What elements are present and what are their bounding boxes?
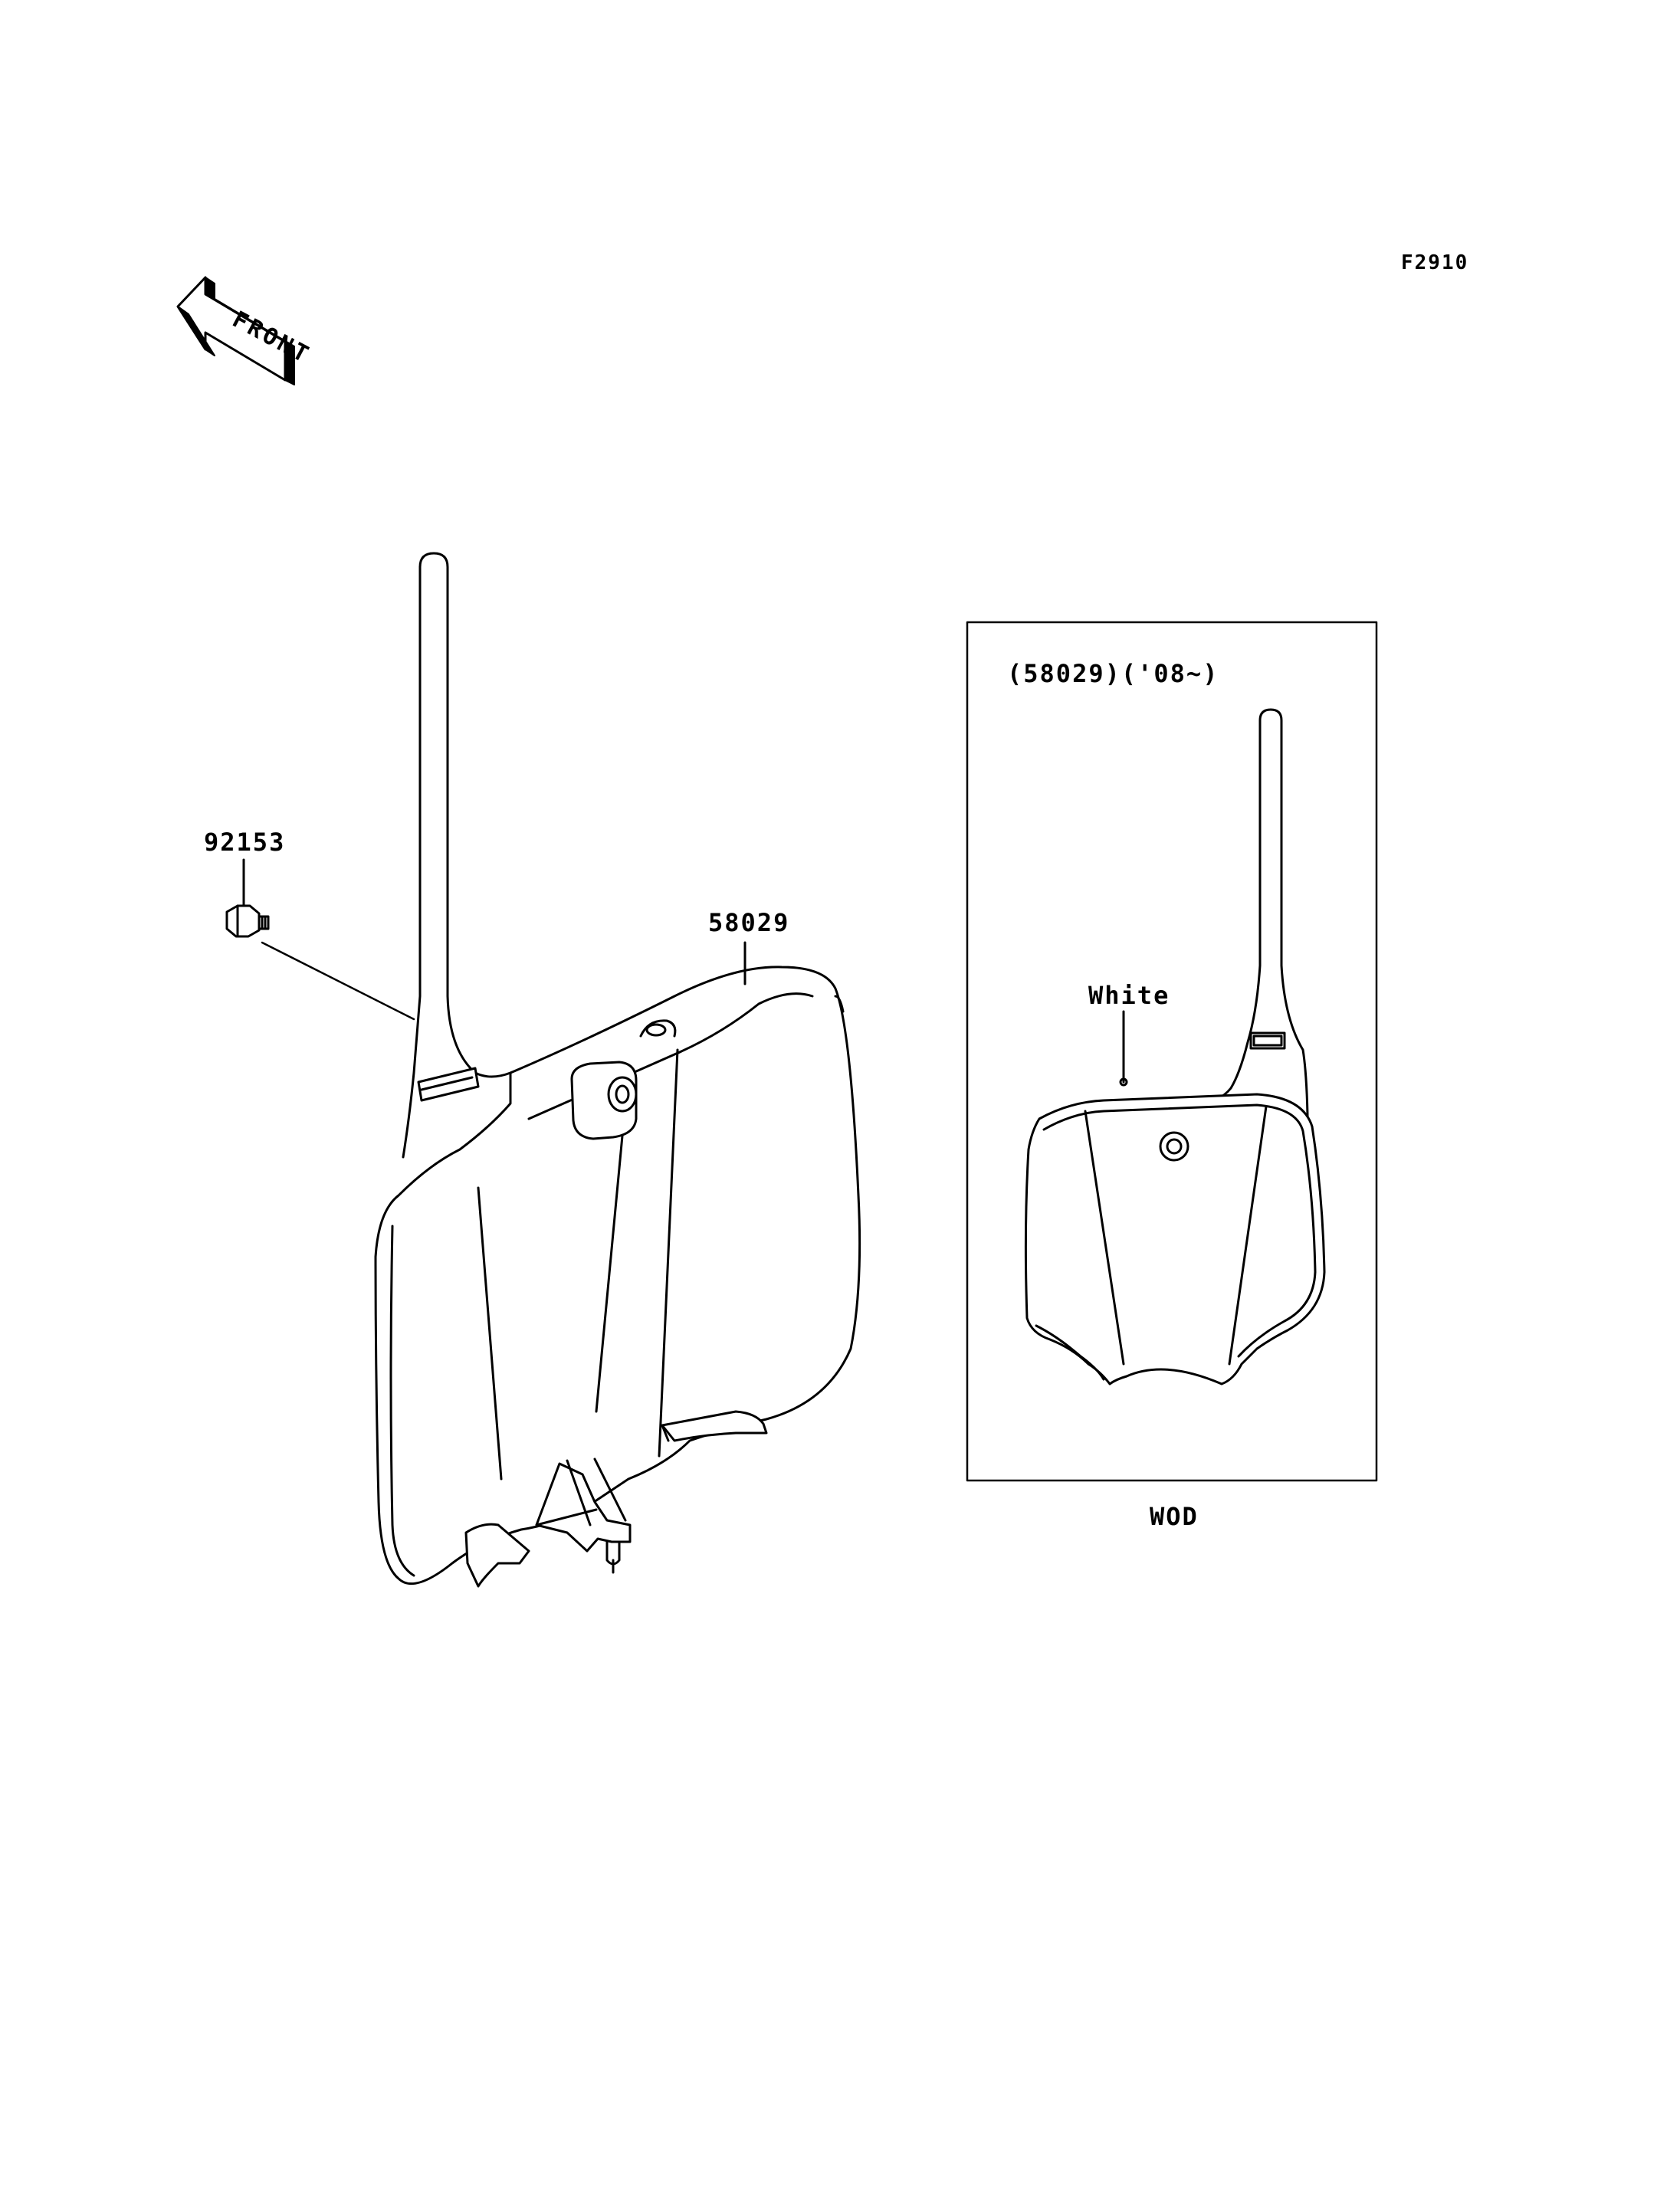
number-plate-58029 xyxy=(374,552,861,1588)
inset-title: (58029)('08~) xyxy=(1007,659,1219,688)
color-note-label: White xyxy=(1088,981,1170,1010)
variant-code-label: WOD xyxy=(1150,1502,1199,1531)
inset-box xyxy=(966,621,1378,1482)
diagram-code: F2910 xyxy=(1401,251,1469,274)
leader-92153-to-plate xyxy=(261,941,415,1021)
bolt-92153 xyxy=(225,858,415,1021)
part-label-92153: 92153 xyxy=(204,828,286,857)
part-label-58029: 58029 xyxy=(708,908,790,937)
front-arrow-icon: FRONT xyxy=(176,276,315,385)
